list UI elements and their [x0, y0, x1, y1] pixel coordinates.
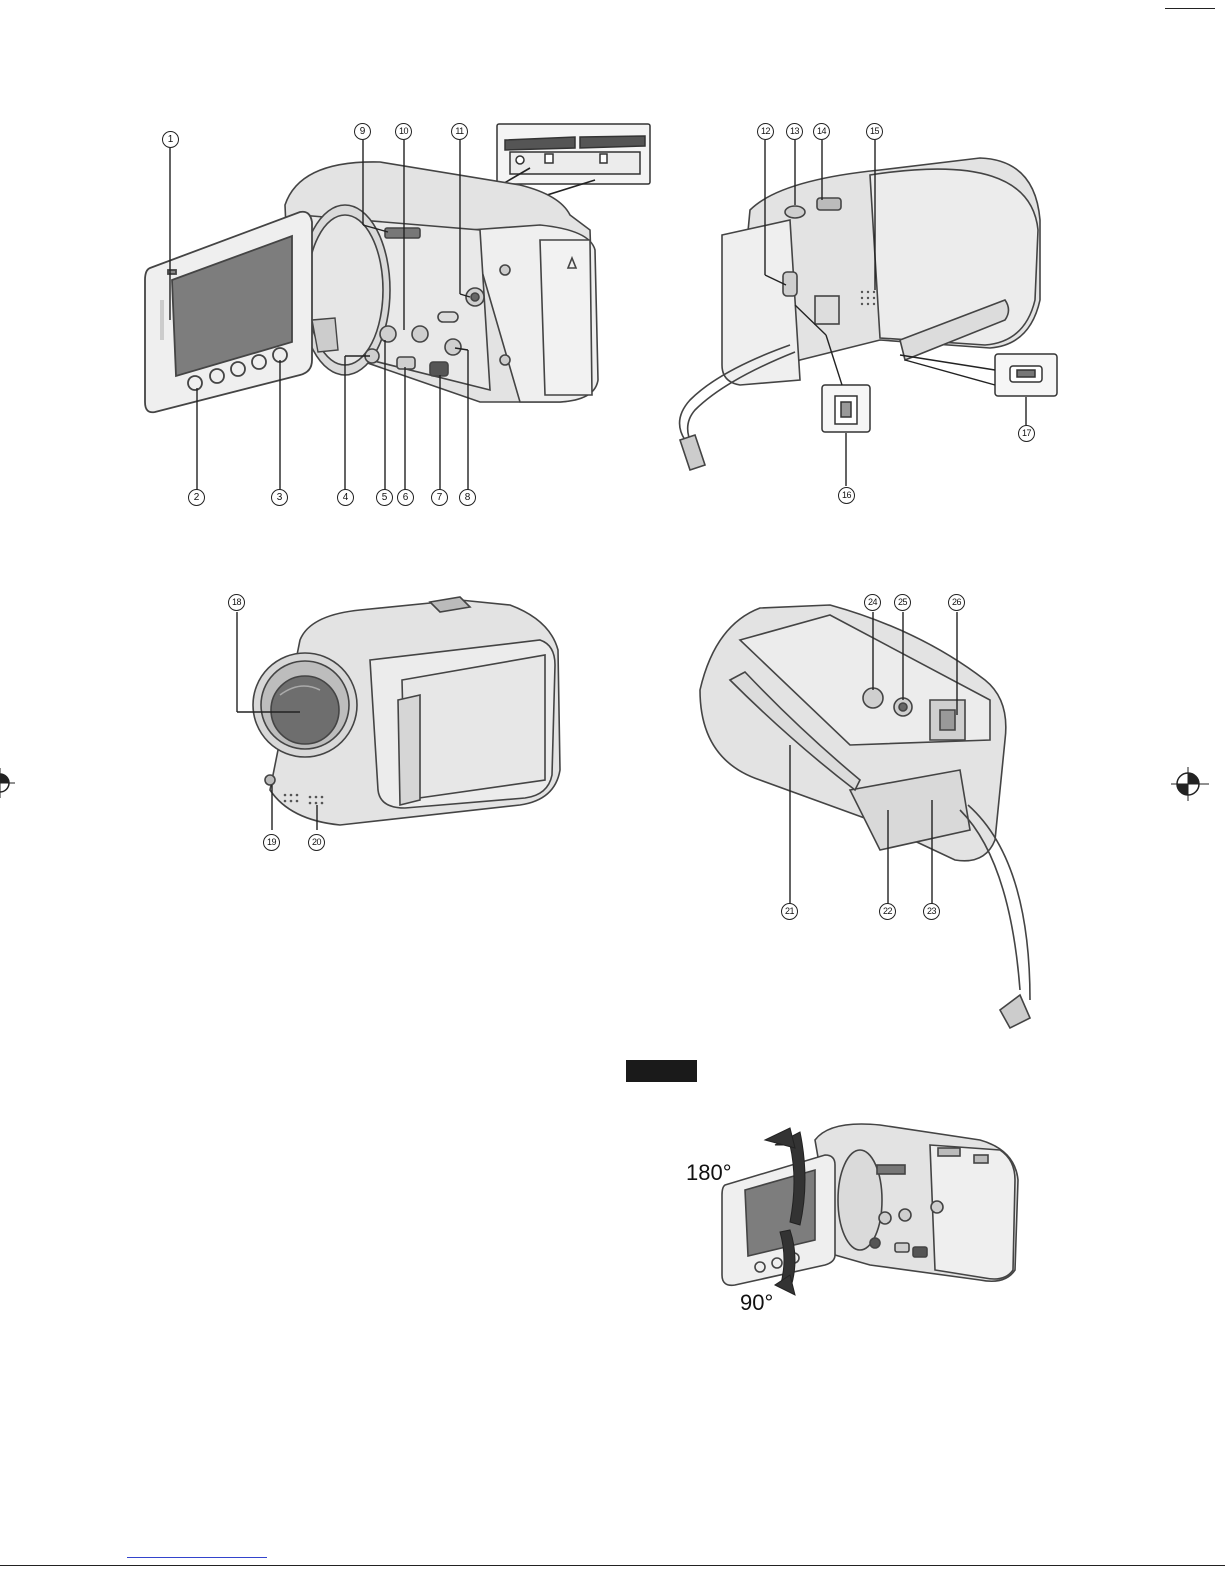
registration-mark-left [0, 766, 20, 800]
rotation-angle-180: 180° [686, 1160, 732, 1186]
registration-mark-right [1170, 766, 1210, 802]
rotation-angle-90: 90° [740, 1290, 773, 1316]
rotated-lcd [722, 1155, 835, 1285]
bottom-rule [0, 1565, 1225, 1566]
footer-link-underline [127, 1557, 267, 1558]
